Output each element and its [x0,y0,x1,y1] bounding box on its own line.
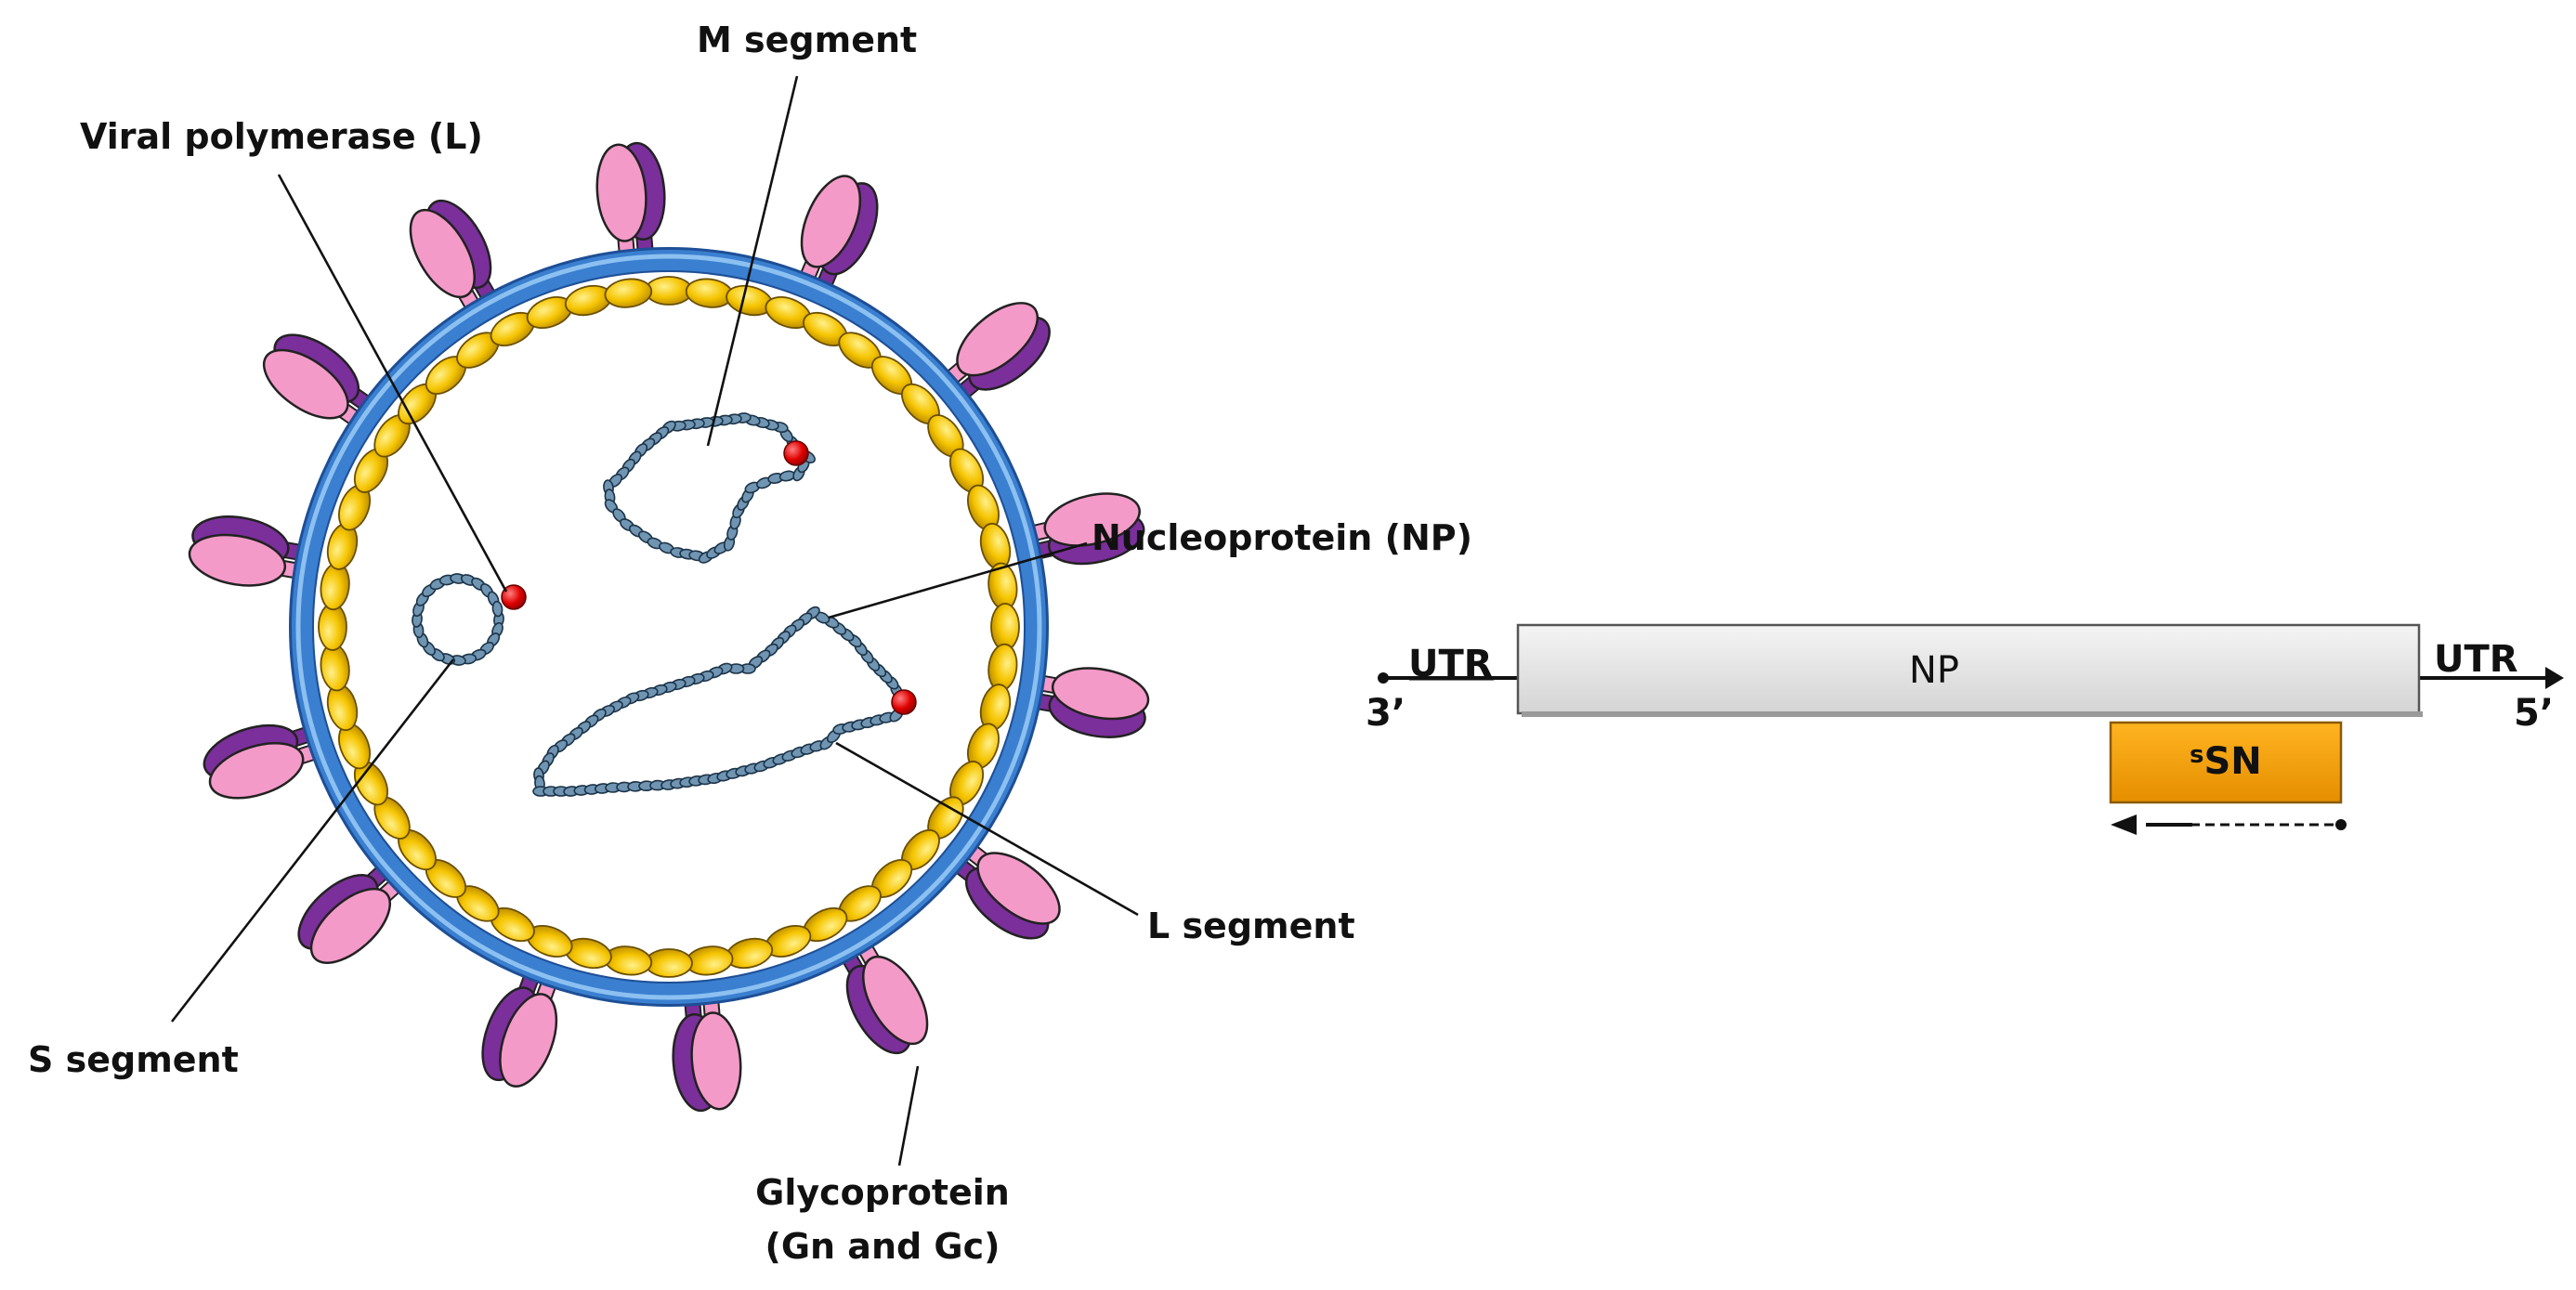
polymerase-icon [783,440,809,466]
nss-superscript: s [2190,741,2204,769]
rna-segments [412,412,917,797]
three-prime-label: 3’ [1366,692,1406,735]
rna-segment-icon [603,412,816,564]
polymerase-icon [501,584,527,610]
rna-segment-icon [412,573,504,666]
nss-gene-box [2109,721,2343,804]
nucleoprotein-label: Nucleoprotein (NP) [1092,517,1472,558]
m-segment-label: M segment [697,20,918,60]
nucleoprotein-leader [828,541,1088,619]
viral-polymerase-leader [277,174,508,593]
l-segment-leader [835,741,1139,917]
glycoprotein-label-line1: Glycoprotein [755,1172,1010,1213]
five-prime-label: 5’ [2514,692,2555,735]
nss-start-dot [2335,819,2347,830]
leader-lines [170,75,1139,1166]
utr-left-label: UTR [1408,643,1493,685]
nucleoprotein-bead [318,603,347,651]
s-segment-genome-map [1378,623,2564,835]
viral-envelope [289,247,1049,1007]
three-prime-end-dot [1378,672,1389,684]
m-segment-leader [706,75,799,447]
np-gene-box [1516,623,2421,715]
nucleoprotein-bead [604,278,653,308]
polymerase-icon [891,689,917,715]
l-segment-label: L segment [1147,906,1355,946]
glycoprotein-label: Glycoprotein (Gn and Gc) [752,1166,1013,1273]
glycoprotein-label-line2: (Gn and Gc) [765,1226,1000,1267]
nucleoprotein-ring [318,276,1020,978]
nucleoprotein-bead [645,276,693,306]
nucleoprotein-bead [645,948,693,978]
utr-right-label: UTR [2434,638,2518,681]
s-segment-label: S segment [28,1039,239,1080]
viral-polymerase-label: Viral polymerase (L) [80,116,483,157]
nss-box-label: sSN [2190,743,2262,780]
np-box-label: NP [1909,649,1960,692]
np-gene-box-shadow [1522,711,2423,717]
nss-text: SN [2203,740,2262,783]
glycoprotein-leader [897,1065,920,1166]
s-segment-leader [170,658,455,1023]
five-prime-arrow-icon [2545,667,2564,689]
nucleoprotein-bead [990,603,1020,651]
glycoprotein-spike-icon [955,492,1145,577]
nss-arrow-icon [2111,814,2137,835]
rna-segment-icon [532,606,912,797]
